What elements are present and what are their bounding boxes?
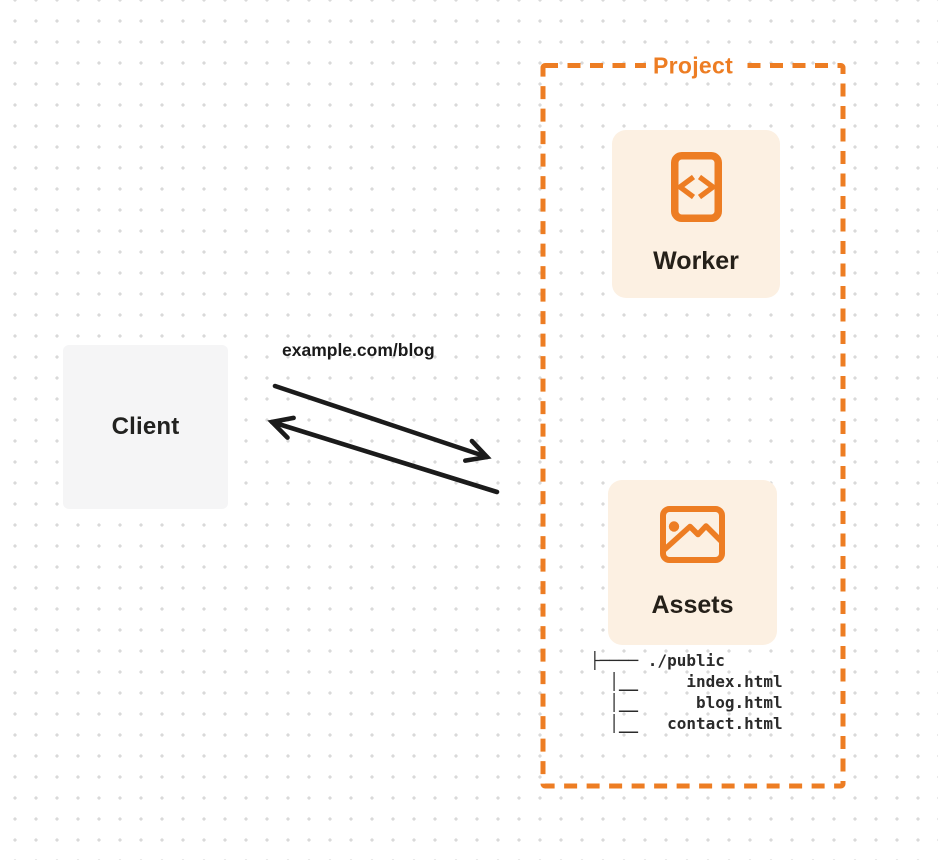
assets-label: Assets: [651, 590, 734, 619]
project-label: Project: [645, 52, 741, 79]
image-icon: [660, 505, 725, 563]
client-box: Client: [63, 345, 228, 509]
request-url-label: example.com/blog: [282, 340, 435, 360]
client-label: Client: [111, 413, 180, 440]
assets-file-tree: ├──── ./public │__ index.html │__ blog.h…: [590, 651, 783, 733]
code-document-icon: [670, 152, 722, 222]
request-arrow: [272, 383, 492, 463]
worker-card: Worker: [612, 130, 780, 298]
worker-label: Worker: [653, 247, 739, 275]
assets-card: Assets: [608, 480, 777, 645]
response-arrow: [267, 415, 500, 495]
project-container: Project Worker Assets ├──── ./public │__…: [538, 52, 848, 791]
